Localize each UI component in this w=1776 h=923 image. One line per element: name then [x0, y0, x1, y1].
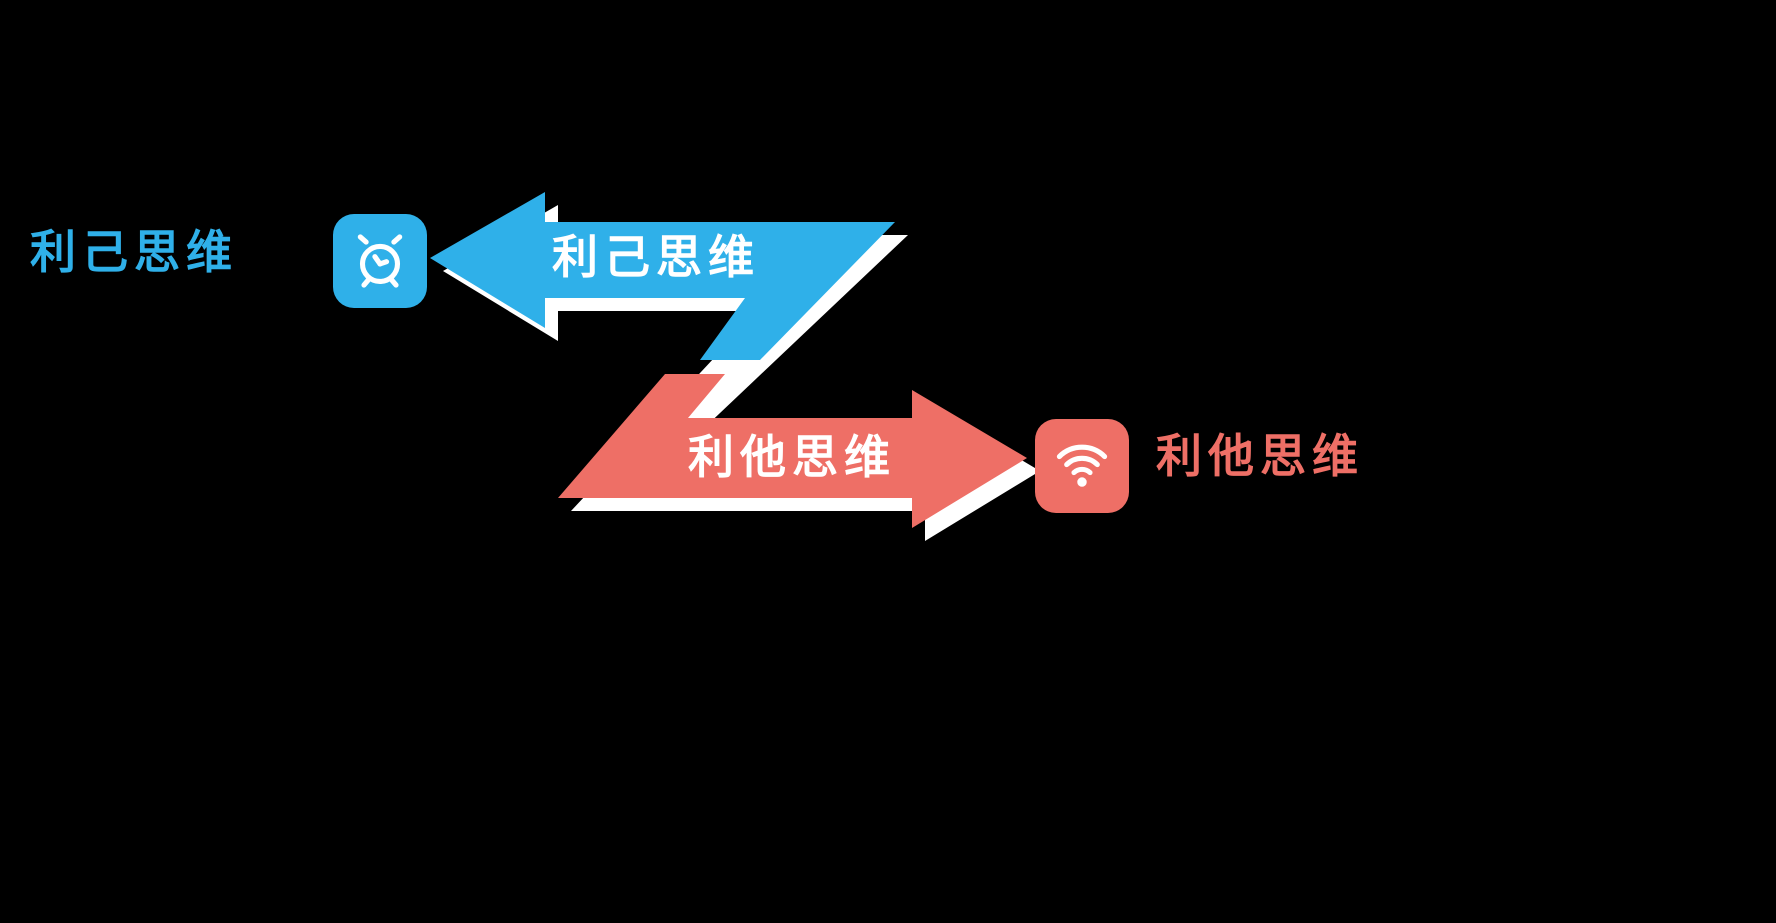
alarm-clock-icon [333, 214, 427, 308]
wifi-icon [1035, 419, 1129, 513]
blue-arrow-label: 利己思维 [552, 231, 760, 283]
wifi-glyph [1056, 444, 1108, 487]
blue-arrow-shape [430, 192, 895, 360]
alarm-clock-glyph [357, 234, 403, 288]
red-arrow-label: 利他思维 [688, 431, 896, 483]
red-arrow-shape [558, 374, 1027, 528]
right-label: 利他思维 [1156, 430, 1364, 482]
left-label: 利己思维 [30, 226, 238, 278]
